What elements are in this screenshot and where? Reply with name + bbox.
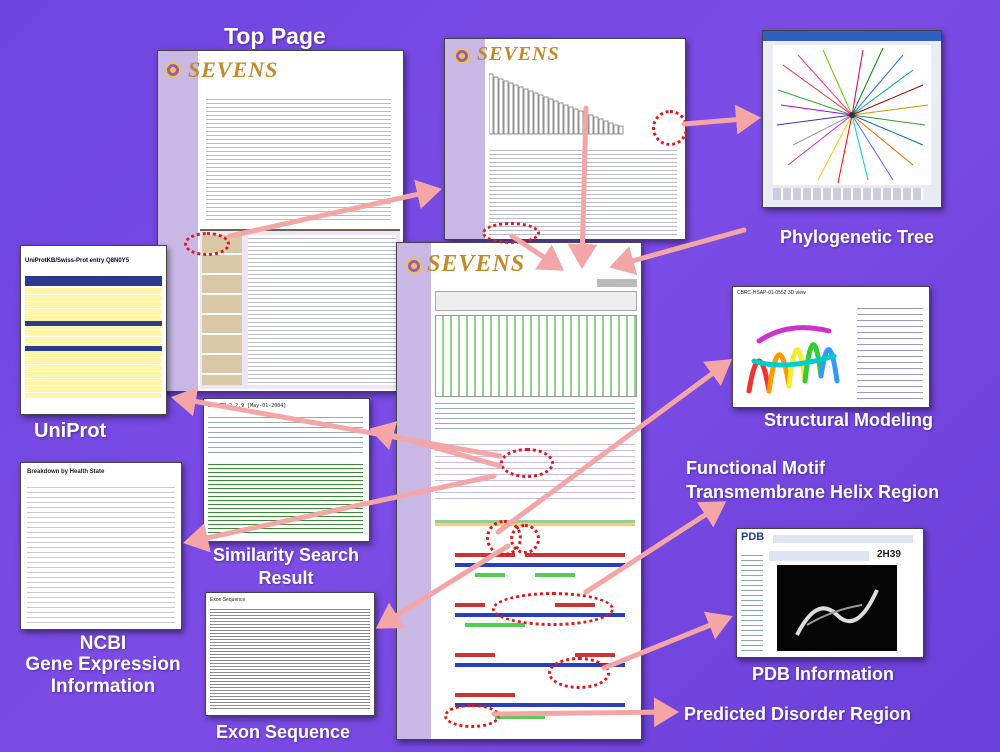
phylogenetic-tree-screenshot [762,30,942,208]
label-pdb-information: PDB Information [752,664,894,684]
sevens-flower-icon [162,59,184,81]
top-page-screenshot: SEVENS [157,50,404,392]
label-ncbi: NCBI Gene Expression Information [14,633,192,697]
highlight-motif [492,592,614,626]
label-functional-motif-line2: Transmembrane Helix Region [686,482,940,503]
pdb-logo: PDB [741,531,765,543]
exon-title: Exon Sequence [210,597,246,603]
highlight-exon [510,524,540,554]
label-similarity-line2: Result [258,568,314,589]
pdb-id: 2H39 [877,549,901,560]
label-functional-motif-line1: Functional Motif [686,458,825,478]
ncbi-expression-screenshot: Breakdown by Health State [20,462,182,630]
label-ncbi-line2: Gene Expression [25,654,181,676]
sevens-overview-screenshot: SEVENS [444,38,686,240]
highlight-similarity [500,448,554,478]
protein-structure-graphic [746,325,840,394]
pdb-screenshot: PDB 2H39 [736,528,924,658]
exon-sequence-screenshot: Exon Sequence [205,592,375,716]
label-similarity-line1: Similarity Search [212,545,360,565]
highlight-top-page [184,232,230,256]
uniprot-title: UniProtKB/Swiss-Prot entry Q8N0Y5 [25,258,130,264]
label-phylogenetic-tree: Phylogenetic Tree [780,227,935,247]
ncbi-title: Breakdown by Health State [27,469,105,475]
pdb-structure-graphic [795,589,879,636]
sevens-logo: SEVENS [188,57,279,82]
label-top-page: Top Page [224,23,326,49]
highlight-pdb [548,657,610,689]
label-functional-motif: Functional Motif Transmembrane Helix Reg… [686,458,939,502]
overview-bar-chart [489,73,624,135]
highlight-overview-icon [652,110,688,146]
structure-title: CBRC-HSAP-01-0552 3D view [737,290,806,296]
similarity-search-screenshot: BLASTP 2.2.9 [May-01-2004] [203,398,370,542]
label-predicted-disorder: Predicted Disorder Region [684,704,912,724]
arrow-overview-to-tree [681,104,761,135]
structural-modeling-screenshot: CBRC-HSAP-01-0552 3D view [732,286,930,408]
label-ncbi-line3: Information [50,675,156,697]
label-structural-modeling: Structural Modeling [764,410,934,430]
label-exon-sequence: Exon Sequence [216,722,351,742]
label-ncbi-line1: NCBI [79,633,127,654]
blast-header: BLASTP 2.2.9 [May-01-2004] [208,403,287,409]
uniprot-screenshot: UniProtKB/Swiss-Prot entry Q8N0Y5 [20,245,167,415]
highlight-disorder [444,704,500,728]
label-similarity-search: Similarity Search Result [206,545,366,588]
label-uniprot: UniProt [34,420,107,442]
highlight-overview-row [482,222,540,244]
phylogenetic-tree-graphic [773,45,931,185]
